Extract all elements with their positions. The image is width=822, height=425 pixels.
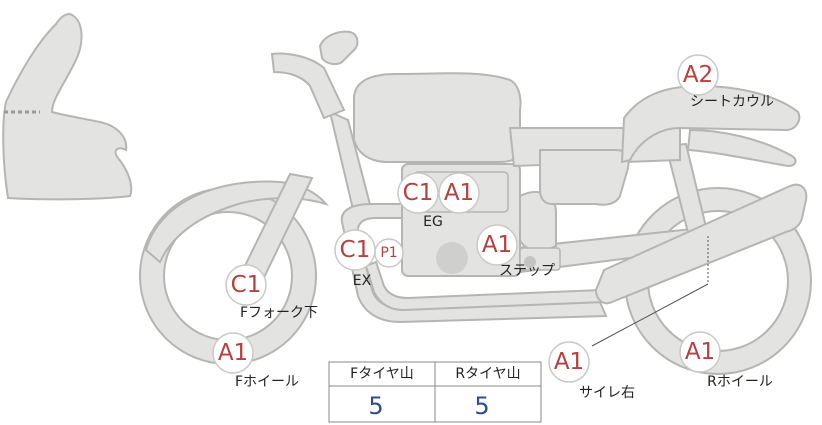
part-label: Rホイール (707, 374, 773, 390)
part-step[interactable]: A1 ステップ (476, 224, 555, 279)
grade-badge: A1 (554, 349, 584, 375)
badge-circle (476, 224, 518, 266)
part-engine-c1[interactable]: C1 (397, 172, 439, 214)
grade-badge: A1 (685, 339, 715, 365)
rear-tread-value: 5 (474, 392, 489, 420)
part-exhaust-point[interactable]: P1 (374, 238, 404, 268)
rear-tread-header: Rタイヤ山 (455, 366, 520, 382)
grade-badge: A1 (218, 340, 248, 366)
part-label: サイレ右 (579, 385, 635, 401)
front-fender (144, 180, 329, 264)
part-front-fork-lower[interactable]: C1 Fフォーク下 (225, 264, 318, 321)
badge-circle (679, 331, 721, 373)
badge-circle (212, 332, 254, 374)
seat-cowl-graphic (620, 84, 801, 168)
part-label: ステップ (499, 263, 555, 279)
grade-badge: C1 (340, 237, 371, 263)
part-label: EG (423, 214, 443, 230)
fuel-tank (353, 72, 522, 163)
part-seat-cowl[interactable]: A2 シートカウル (677, 54, 774, 110)
grade-badge: A1 (444, 180, 474, 206)
grade-badge: C1 (231, 272, 262, 298)
side-cover (539, 149, 630, 206)
handlebar (270, 30, 359, 120)
badge-circle (438, 172, 480, 214)
badge-circle (677, 54, 719, 96)
part-label: Fホイール (235, 374, 299, 390)
part-engine-a1[interactable]: A1 EG (423, 172, 480, 230)
grade-badge: P1 (380, 245, 397, 261)
grade-badge: A1 (482, 232, 512, 258)
tire-tread-table: Fタイヤ山 Rタイヤ山 5 5 (328, 361, 542, 423)
front-tread-header: Fタイヤ山 (350, 366, 414, 382)
badge-circle (225, 264, 267, 306)
part-front-wheel[interactable]: A1 Fホイール (212, 332, 299, 390)
muffler (591, 183, 808, 347)
badge-circle (548, 341, 590, 383)
part-label: シートカウル (690, 94, 774, 110)
part-label: EX (353, 273, 372, 289)
badge-circle (374, 238, 404, 268)
part-silencer-right[interactable]: A1 サイレ右 (548, 341, 635, 401)
front-tread-value: 5 (368, 392, 383, 420)
badge-circle (397, 172, 439, 214)
part-exhaust[interactable]: C1 EX (334, 229, 376, 289)
part-label: Fフォーク下 (240, 305, 318, 321)
grade-badge: A2 (683, 62, 713, 88)
part-rear-wheel[interactable]: A1 Rホイール (679, 331, 773, 390)
fairing-panel (2, 12, 133, 201)
grade-badge: C1 (403, 180, 434, 206)
